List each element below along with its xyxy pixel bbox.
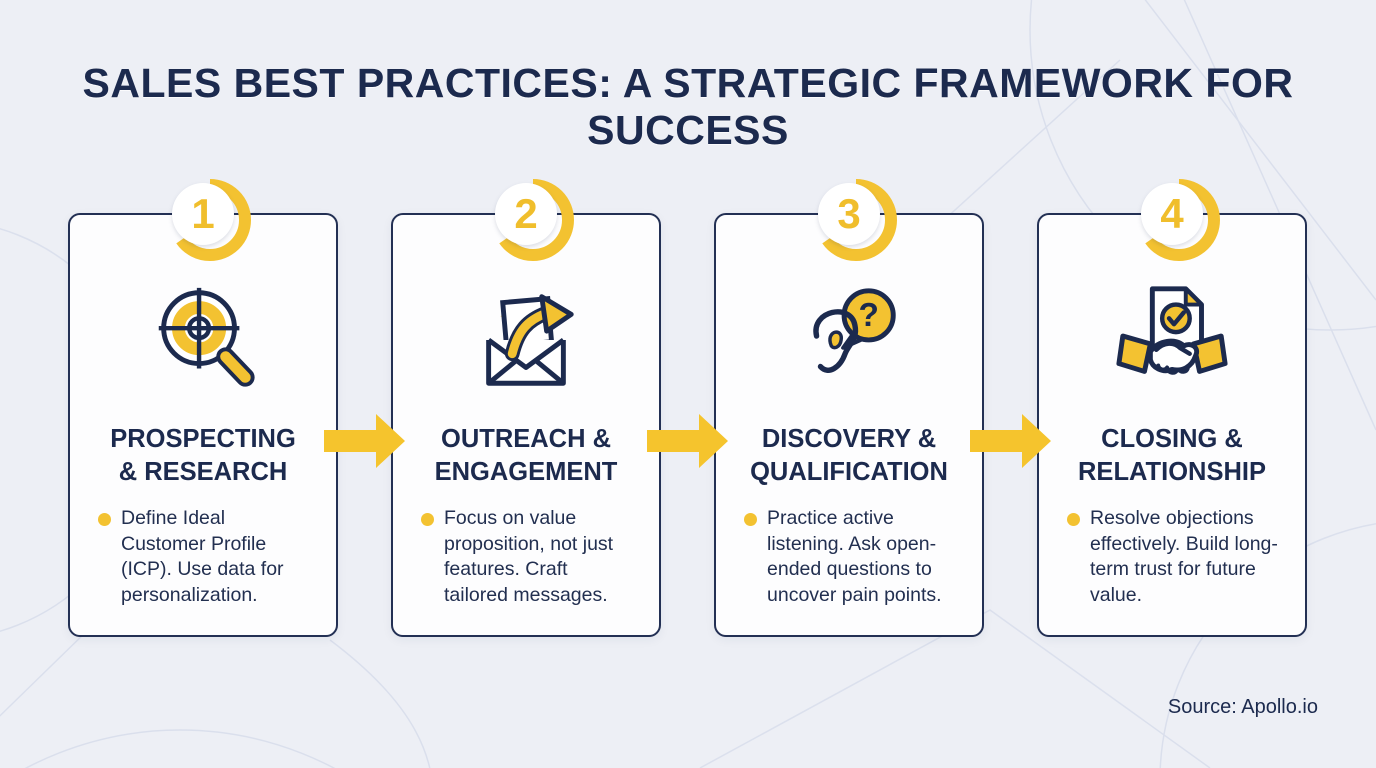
step-card-outreach: 2 OUTREACH & ENGAGEMENT Focus on value p… [391, 179, 661, 637]
step-title: DISCOVERY & QUALIFICATION [750, 425, 948, 486]
step-number: 1 [191, 190, 214, 237]
step-number-badge: 2 [492, 179, 574, 261]
step-description: Resolve objections effectively. Build lo… [1039, 506, 1305, 608]
step-card-prospecting: 1 PROSPECTING & RESEARCH Define Ideal Cu… [68, 179, 338, 637]
step-number: 3 [837, 190, 860, 237]
step-title: CLOSING & RELATIONSHIP [1078, 425, 1266, 486]
bullet-dot [1067, 513, 1080, 526]
step-number: 2 [514, 190, 537, 237]
step-number-badge: 1 [169, 179, 251, 261]
ear-question-icon: ? [813, 288, 896, 373]
envelope-arrow-icon [486, 294, 574, 386]
right-arrow-icon [324, 414, 405, 468]
step-number-badge: 4 [1138, 179, 1220, 261]
page-title: SALES BEST PRACTICES: A STRATEGIC FRAMEW… [82, 60, 1294, 153]
bullet-dot [744, 513, 757, 526]
steps-row: 1 PROSPECTING & RESEARCH Define Ideal Cu… [68, 179, 1307, 637]
target-magnifier-icon [158, 287, 255, 387]
step-card-closing: 4 CLOSING & RELATIONSHIP Resolve objecti… [1037, 179, 1307, 637]
document-handshake-icon [1116, 286, 1228, 375]
bullet-dot [98, 513, 111, 526]
step-title: OUTREACH & ENGAGEMENT [434, 425, 618, 486]
source-credit: Source: Apollo.io [1167, 696, 1318, 718]
step-number-badge: 3 [815, 179, 897, 261]
bullet-dot [421, 513, 434, 526]
step-card-discovery: 3 ? DISCOVERY & QUALIFICATION Practice a… [714, 179, 984, 637]
step-description: Focus on value proposition, not just fea… [393, 506, 659, 608]
step-title: PROSPECTING & RESEARCH [110, 425, 296, 486]
step-description: Define Ideal Customer Profile (ICP). Use… [70, 506, 336, 608]
step-description: Practice active listening. Ask open-ende… [716, 506, 982, 608]
right-arrow-icon [647, 414, 728, 468]
step-number: 4 [1160, 190, 1184, 237]
svg-text:?: ? [858, 297, 878, 334]
right-arrow-icon [970, 414, 1051, 468]
